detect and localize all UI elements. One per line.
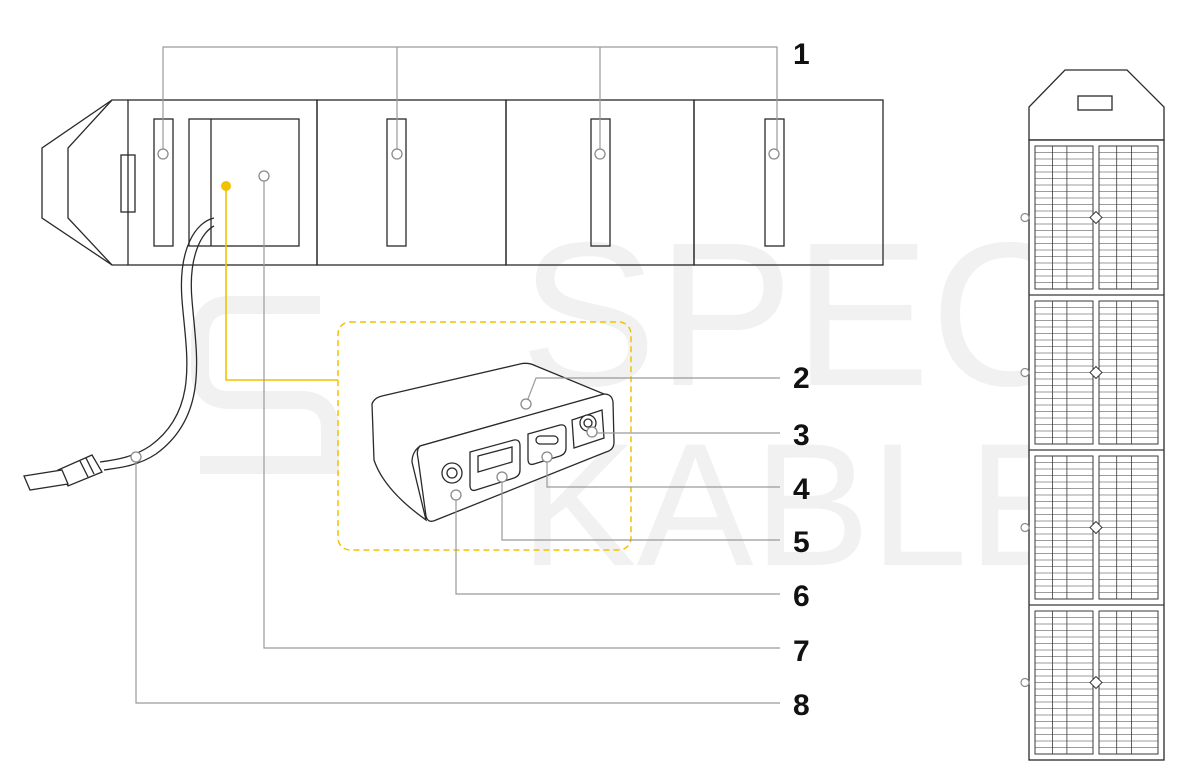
marker-6 <box>450 489 462 501</box>
unfolded-segment <box>1020 139 1164 290</box>
callout-2: 2 <box>793 362 810 395</box>
marker-2 <box>520 398 532 410</box>
leader-8 <box>135 458 780 704</box>
callout-4: 4 <box>793 473 810 506</box>
watermark: SPEC KABLE <box>191 200 1084 603</box>
leader-6 <box>455 495 780 595</box>
unfolded-segment <box>1020 604 1164 755</box>
unfolded-segment <box>1020 449 1164 600</box>
callout-numbers: 1 2 3 4 5 6 7 8 <box>793 38 810 722</box>
panel-loop-4 <box>764 118 785 247</box>
marker-4 <box>541 451 553 463</box>
usb-c-port-inner <box>535 435 559 445</box>
unfolded-segment <box>1020 294 1164 445</box>
junction-box-highlight <box>337 321 632 551</box>
marker-1d <box>768 148 780 160</box>
panel-handle-flap <box>41 99 128 266</box>
unfolded-cell-grids <box>1020 139 1164 755</box>
callout-3: 3 <box>793 419 810 452</box>
solar-panel-folded <box>41 99 884 266</box>
panel-handle-inner <box>67 99 113 266</box>
marker-5 <box>496 471 508 483</box>
leader-lines <box>135 46 780 704</box>
callout-1: 1 <box>793 38 810 71</box>
leader-4 <box>546 458 780 488</box>
panel-section-4 <box>693 99 884 266</box>
marker-1b <box>391 148 403 160</box>
watermark-logo-icon <box>191 296 339 474</box>
callout-5: 5 <box>793 526 810 559</box>
dc-jack-left-inner <box>446 467 458 479</box>
highlight-connector <box>225 186 338 381</box>
marker-1a <box>157 148 169 160</box>
marker-7 <box>258 170 270 182</box>
leader-1 <box>162 46 778 153</box>
marker-8 <box>130 451 142 463</box>
junction-box <box>371 362 615 522</box>
leader-2 <box>525 377 780 405</box>
solar-panel-unfolded <box>1020 69 1165 761</box>
callout-6: 6 <box>793 580 810 613</box>
usb-a-port-inner <box>477 446 513 473</box>
marker-1c <box>594 148 606 160</box>
callout-8: 8 <box>793 689 810 722</box>
watermark-spec: SPEC <box>520 200 1078 429</box>
leader-markers <box>130 148 780 501</box>
marker-3 <box>586 426 598 438</box>
panel-pocket <box>188 118 300 247</box>
usb-cable <box>23 217 215 491</box>
cable-inner <box>103 225 215 471</box>
dc-jack-right-inner <box>583 418 593 428</box>
highlight-dot <box>221 181 231 191</box>
callout-7: 7 <box>793 635 810 668</box>
leader-7 <box>263 176 780 649</box>
leader-5 <box>501 477 780 541</box>
usb-plug-icon <box>23 454 103 491</box>
unfolded-handle-slot <box>1077 95 1113 111</box>
panel-section-2 <box>316 99 507 266</box>
